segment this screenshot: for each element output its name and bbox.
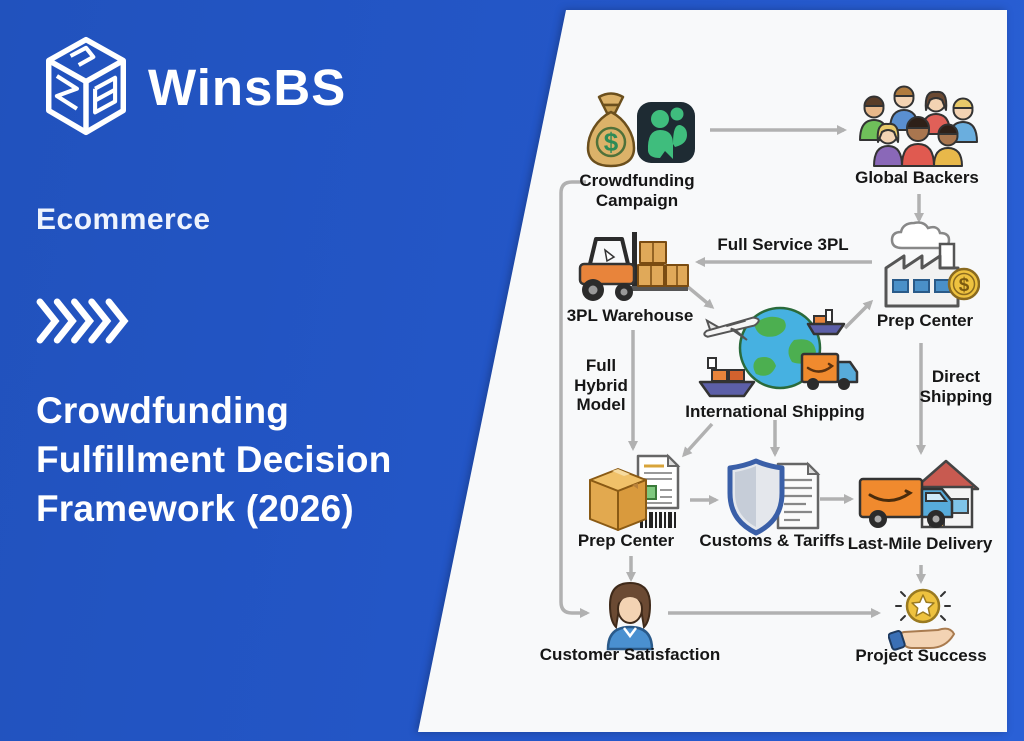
- slide-title-line3: Framework (2026): [36, 488, 354, 529]
- campaign-app-icon: [636, 101, 696, 164]
- five-right-chevrons-icon: [36, 298, 132, 344]
- factory-cloud-coin-icon: $: [880, 218, 980, 312]
- delivery-truck-house-icon: [858, 453, 980, 541]
- winsbs-cube-logo-icon: [40, 36, 132, 136]
- svg-text:$: $: [604, 127, 619, 157]
- node-label-customs-tariffs: Customs & Tariffs: [699, 531, 845, 550]
- people-group-icon: [858, 82, 978, 170]
- node-label-prep-center-top: Prep Center: [876, 311, 974, 330]
- node-label-3pl-warehouse: 3PL Warehouse: [566, 306, 694, 325]
- slide-title-line2: Fulfillment Decision: [36, 439, 392, 480]
- customer-avatar-icon: [600, 579, 660, 651]
- shield-document-icon: [726, 458, 821, 536]
- box-document-barcode-icon: [582, 452, 686, 534]
- node-label-international-shipping: International Shipping: [685, 402, 865, 421]
- slide-title-line1: Crowdfunding: [36, 390, 290, 431]
- forklift-boxes-icon: [572, 230, 690, 306]
- money-bag-icon: $: [584, 91, 638, 169]
- node-label-project-success: Project Success: [855, 646, 987, 665]
- edge-label-full-hybrid-model: Full Hybrid Model: [574, 356, 628, 415]
- svg-text:$: $: [959, 275, 970, 296]
- node-label-customer-satisfaction: Customer Satisfaction: [539, 645, 721, 664]
- slide-title: Crowdfunding Fulfillment Decision Framew…: [36, 386, 392, 533]
- globe-plane-ship-truck-icon: [692, 296, 860, 402]
- node-label-global-backers: Global Backers: [855, 168, 979, 187]
- brand-category: Ecommerce: [36, 203, 211, 236]
- hand-holding-star-icon: [888, 582, 958, 654]
- edge-label-full-service-3pl: Full Service 3PL: [717, 235, 849, 254]
- edge-label-direct-shipping: Direct Shipping: [919, 367, 993, 406]
- node-label-prep-center-bottom: Prep Center: [577, 531, 675, 550]
- node-label-last-mile-delivery: Last-Mile Delivery: [847, 534, 993, 553]
- node-label-crowdfunding-campaign: Crowdfunding Campaign: [579, 171, 695, 211]
- brand-name: WinsBS: [148, 59, 347, 116]
